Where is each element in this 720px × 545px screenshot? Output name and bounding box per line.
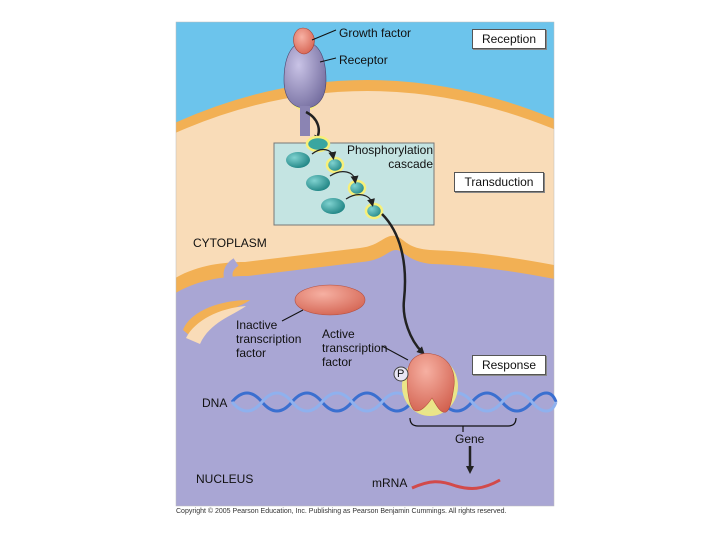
mrna-strand (411, 478, 501, 490)
kinase-3-active (364, 202, 384, 220)
inactive-tf-line3: factor (236, 346, 267, 360)
dna-label: DNA (202, 396, 228, 410)
phosphate-group (393, 366, 409, 382)
relay-protein-1 (305, 135, 331, 153)
nucleus-region (176, 250, 554, 506)
inactive-tf-line2: transcription (236, 332, 302, 346)
inactive-transcription-factor-label: Inactive transcription factor (236, 318, 301, 360)
active-tf-line3: factor (322, 355, 353, 369)
inactive-tf-line1: Inactive (236, 318, 278, 332)
mrna-label: mRNA (372, 476, 408, 490)
kinase-3-inactive (321, 198, 345, 214)
active-transcription-factor-label: Active transcription factor (322, 327, 387, 369)
active-tf-line1: Active (322, 327, 355, 341)
gene-label: Gene (455, 432, 485, 446)
inactive-transcription-factor (294, 284, 366, 316)
receptor-label: Receptor (339, 53, 388, 67)
phosphorylation-cascade-line1: Phosphorylation (346, 143, 433, 157)
phosphorylation-cascade-label: Phosphorylation cascade (335, 143, 433, 171)
phosphorylation-cascade-line2: cascade (388, 157, 433, 171)
kinase-2-inactive (306, 175, 330, 191)
dna-helix (230, 391, 558, 413)
copyright-footer: Copyright © 2005 Pearson Education, Inc.… (176, 508, 507, 515)
cytoplasm-label: CYTOPLASM (193, 236, 267, 250)
reception-label: Reception (472, 29, 546, 49)
kinase-2-active (347, 179, 367, 197)
active-transcription-factor (406, 353, 455, 413)
nucleus-label: NUCLEUS (196, 472, 254, 486)
response-label: Response (472, 355, 546, 375)
phosphate-label: P (397, 368, 405, 380)
kinase-1-inactive (286, 152, 310, 168)
growth-factor-label: Growth factor (339, 26, 412, 40)
growth-factor-molecule (293, 27, 315, 55)
active-tf-line2: transcription (322, 341, 388, 355)
arrow-cascade-to-nucleus (381, 213, 425, 355)
transduction-label: Transduction (454, 172, 544, 192)
